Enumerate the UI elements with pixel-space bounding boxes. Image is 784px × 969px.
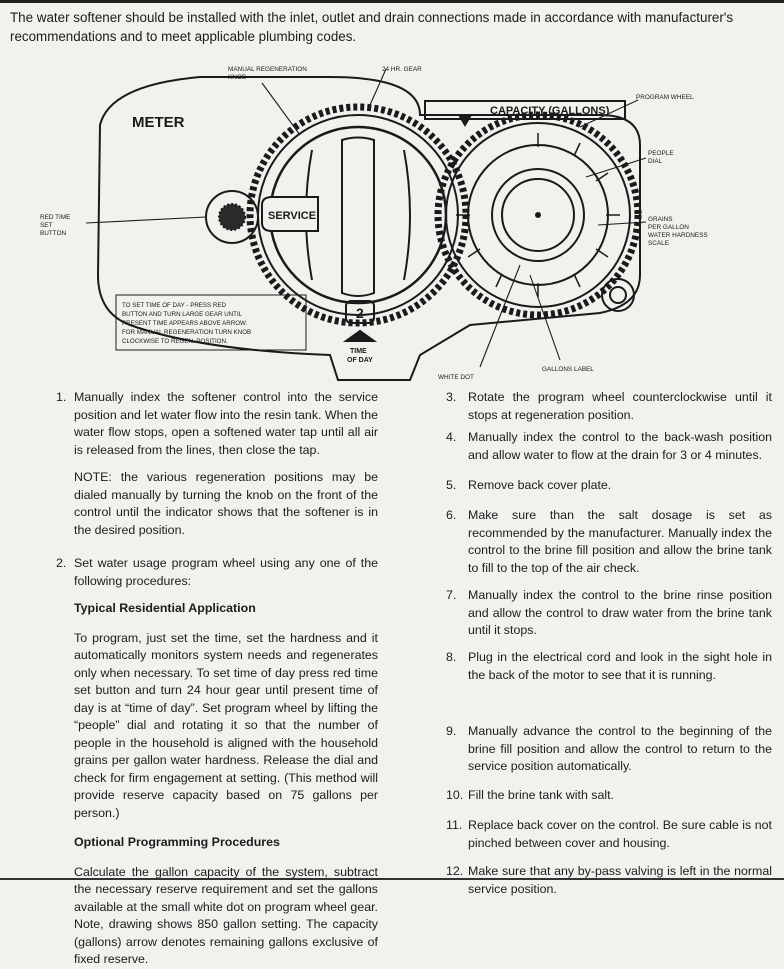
step-number: 10. <box>446 788 464 802</box>
heading-optional: Optional Programming Procedures <box>74 835 280 849</box>
step-number: 9. <box>446 724 457 738</box>
callout-people-dial-1: PEOPLE <box>648 150 674 157</box>
step-number: 1. <box>56 390 67 404</box>
step-number: 5. <box>446 478 457 492</box>
step-7: 7. Manually index the control to the bri… <box>446 587 772 640</box>
people-dial <box>491 168 585 262</box>
step-text: Manually index the control to the brine … <box>468 588 772 637</box>
service-label: SERVICE <box>268 210 316 222</box>
step-number: 11. <box>446 818 463 832</box>
step-number: 3. <box>446 390 457 404</box>
step-number: 4. <box>446 430 457 444</box>
step-number: 7. <box>446 588 457 602</box>
callout-manual-regen-1: MANUAL REGENERATION <box>228 66 307 73</box>
step-12: 12. Make sure that any by-pass valving i… <box>446 863 772 898</box>
step-5: 5. Remove back cover plate. <box>446 477 772 495</box>
callout-grains-3: WATER HARDNESS <box>648 232 708 239</box>
step-text: Make sure than the salt dosage is set as… <box>468 508 772 575</box>
heading-typical: Typical Residential Application <box>74 601 256 615</box>
time-button <box>345 300 375 324</box>
meter-label: METER <box>132 114 185 131</box>
step-text: Manually advance the control to the begi… <box>468 724 772 773</box>
step-text: Remove back cover plate. <box>468 478 612 492</box>
step-1: 1. Manually index the softener control i… <box>56 389 378 459</box>
capacity-label: CAPACITY (GALLONS) <box>490 105 610 117</box>
step-3: 3. Rotate the program wheel counterclock… <box>446 389 772 424</box>
callout-program-wheel: PROGRAM WHEEL <box>636 94 694 101</box>
step-8: 8. Plug in the electrical cord and look … <box>446 649 772 684</box>
control-housing <box>96 76 641 381</box>
step-number: 12. <box>446 864 464 878</box>
note-paragraph: NOTE: the various regeneration positions… <box>74 470 378 537</box>
step-text: Manually index the control to the back-w… <box>468 430 772 462</box>
step-number: 6. <box>446 508 457 522</box>
instruction-line-2: BUTTON AND TURN LARGE GEAR UNTIL <box>122 311 243 318</box>
top-rule <box>0 0 784 3</box>
callout-grains-1: GRAINS <box>648 216 673 223</box>
callout-red-time-3: BUTTON <box>40 230 67 237</box>
instruction-line-5: CLOCKWISE TO REGEN. POSITION. <box>122 338 228 345</box>
water-softener-control-diagram: METER SERVICE CAPACITY (GALLONS) 2 TIME … <box>40 66 708 381</box>
callout-red-time-2: SET <box>40 222 53 229</box>
callout-24hr-gear: 24 HR. GEAR <box>382 66 422 73</box>
step-text: Make sure that any by-pass valving is le… <box>468 864 772 896</box>
callout-grains-4: SCALE <box>648 240 669 247</box>
bottom-rule <box>0 878 784 880</box>
instruction-box <box>115 294 307 351</box>
step-4: 4. Manually index the control to the bac… <box>446 429 772 464</box>
step-number: 2. <box>56 556 67 570</box>
step-6: 6. Make sure than the salt dosage is set… <box>446 507 772 577</box>
time-button-label: 2 <box>356 305 364 321</box>
time-of-day-line-1: TIME <box>350 348 367 355</box>
step-text: Plug in the electrical cord and look in … <box>468 650 772 682</box>
step-9: 9. Manually advance the control to the b… <box>446 723 772 776</box>
step-2: 2. Set water usage program wheel using a… <box>56 555 378 590</box>
step-text: Manually index the softener control into… <box>74 390 378 457</box>
callout-grains-2: PER GALLON <box>648 224 689 231</box>
callout-white-dot: WHITE DOT <box>438 374 474 381</box>
step-text: Rotate the program wheel counterclockwis… <box>468 390 772 422</box>
service-tab <box>261 196 319 232</box>
program-wheel <box>434 111 642 319</box>
time-of-day-line-2: OF DAY <box>347 357 373 364</box>
capacity-label-frame <box>424 100 626 120</box>
drive-knob <box>601 278 635 312</box>
step-text: Replace back cover on the control. Be su… <box>468 818 772 850</box>
step-number: 8. <box>446 650 457 664</box>
step-text: Fill the brine tank with salt. <box>468 788 614 802</box>
callout-red-time-1: RED TIME <box>40 214 70 221</box>
step-10: 10. Fill the brine tank with salt. <box>446 787 772 805</box>
instruction-line-4: FOR MANUAL REGENERATION TURN KNOB <box>122 329 251 336</box>
intro-paragraph: The water softener should be installed w… <box>10 10 734 44</box>
left-column: 1. Manually index the softener control i… <box>56 389 378 969</box>
callout-gallons-label: GALLONS LABEL <box>542 366 594 373</box>
callout-manual-regen-2: KNOB <box>228 74 246 81</box>
step-text: Set water usage program wheel using any … <box>74 556 378 588</box>
step-11: 11. Replace back cover on the control. B… <box>446 817 772 852</box>
instruction-line-3: PRESENT TIME APPEARS ABOVE ARROW. <box>122 320 248 327</box>
instruction-line-1: TO SET TIME OF DAY - PRESS RED <box>122 302 226 309</box>
callout-people-dial-2: DIAL <box>648 158 663 165</box>
typical-paragraph: To program, just set the time, set the h… <box>74 630 378 820</box>
